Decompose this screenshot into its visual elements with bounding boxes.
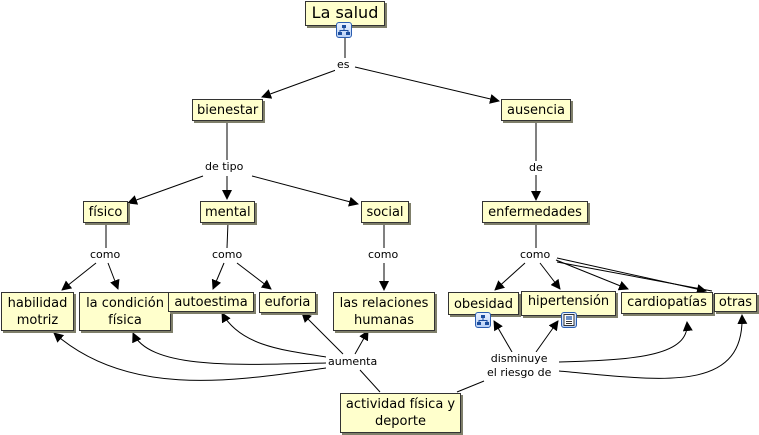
line-disminuye-hipertension xyxy=(535,320,559,353)
line-disminuye-otras xyxy=(558,314,748,379)
linking-phrase-label: de tipo xyxy=(205,160,244,173)
line-es-ausencia xyxy=(354,66,500,104)
concept-map-icon[interactable] xyxy=(336,22,352,38)
concept-mental[interactable]: mental xyxy=(200,201,255,223)
concept-label: euforia xyxy=(264,295,311,310)
linking-phrase-label: de xyxy=(529,161,543,174)
linking-phrase-como-social[interactable]: como xyxy=(366,248,401,262)
linking-phrase-como-fisico[interactable]: como xyxy=(88,248,123,262)
concept-label-line1: las relaciones xyxy=(339,296,429,311)
line-como-habilidad xyxy=(61,262,97,291)
line-aumenta-habilidad xyxy=(53,332,327,381)
linking-phrase-label: como xyxy=(520,248,551,261)
linking-phrase-aumenta[interactable]: aumenta xyxy=(326,355,380,369)
concept-autoestima[interactable]: autoestima xyxy=(168,292,254,312)
linking-phrase-es[interactable]: es xyxy=(335,58,352,72)
linking-phrase-de-tipo[interactable]: de tipo xyxy=(203,160,246,174)
concept-label: autoestima xyxy=(174,295,248,310)
linking-phrase-como-enfermedades[interactable]: como xyxy=(518,248,553,262)
concept-la-condicion-fisica[interactable]: la condición física xyxy=(79,292,171,331)
linking-phrase-label: como xyxy=(90,248,121,261)
concept-label: hipertensión xyxy=(527,294,610,309)
line-es-bienestar xyxy=(261,69,337,99)
concept-label: La salud xyxy=(311,3,379,22)
line-detipo-social xyxy=(251,175,359,207)
line-como-cardiopatias xyxy=(555,259,629,291)
linking-phrase-label: como xyxy=(212,248,243,261)
linking-phrase-de[interactable]: de xyxy=(527,161,545,175)
concept-label: ausencia xyxy=(507,103,565,118)
concept-enfermedades[interactable]: enfermedades xyxy=(482,201,588,223)
line-disminuye-cardiopatias xyxy=(558,321,693,363)
linking-phrase-disminuye-el-riesgo-de[interactable]: disminuye el riesgo de xyxy=(485,352,554,380)
line-como-hipertension xyxy=(539,262,561,290)
concept-label: bienestar xyxy=(197,103,259,118)
line-aumenta-condicion xyxy=(132,332,327,365)
line-como-otras-b xyxy=(556,261,713,292)
line-actividad-aumenta xyxy=(359,369,381,393)
line-aumenta-euforia xyxy=(301,312,344,355)
concept-label: otras xyxy=(718,295,753,310)
linking-phrase-label: aumenta xyxy=(328,355,378,368)
line-actividad-disminuye xyxy=(456,380,485,393)
concept-obesidad[interactable]: obesidad xyxy=(448,292,519,315)
line-como-obesidad xyxy=(494,262,526,291)
concept-fisico[interactable]: físico xyxy=(83,201,128,223)
line-aumenta-autoestima xyxy=(221,312,327,358)
line-mental-como xyxy=(226,221,229,249)
concept-label-line1: habilidad xyxy=(7,296,68,311)
line-disminuye-obesidad xyxy=(493,320,513,353)
concept-actividad-fisica-y-deporte[interactable]: actividad física y deporte xyxy=(340,393,461,433)
concept-euforia[interactable]: euforia xyxy=(259,292,316,313)
concept-habilidad-motriz[interactable]: habilidad motriz xyxy=(1,292,74,331)
concept-hipertension[interactable]: hipertensión xyxy=(521,291,616,316)
concept-label-line2: motriz xyxy=(16,313,59,328)
linking-phrase-como-mental[interactable]: como xyxy=(210,248,245,262)
concept-map-icon[interactable] xyxy=(475,312,491,328)
concept-otras[interactable]: otras xyxy=(714,293,757,312)
line-aumenta-relaciones xyxy=(354,330,369,355)
concept-label-line2: deporte xyxy=(375,414,426,429)
linking-phrase-label-line2: el riesgo de xyxy=(487,366,552,379)
line-como-condicion xyxy=(107,262,120,290)
concept-label-line1: la condición xyxy=(86,296,164,311)
line-detipo-fisico xyxy=(127,175,204,205)
concept-label: enfermedades xyxy=(488,205,582,220)
concept-label-line1: actividad física y xyxy=(345,397,456,412)
concept-label: obesidad xyxy=(453,297,514,312)
linking-phrase-label: como xyxy=(368,248,399,261)
concept-label: físico xyxy=(88,205,123,220)
concept-label-line2: humanas xyxy=(353,313,415,328)
document-image-icon[interactable] xyxy=(561,312,577,328)
concept-ausencia[interactable]: ausencia xyxy=(501,99,571,121)
concept-social[interactable]: social xyxy=(361,201,409,223)
concept-las-relaciones-humanas[interactable]: las relaciones humanas xyxy=(333,292,435,331)
concept-cardiopatias[interactable]: cardiopatías xyxy=(621,292,713,314)
concept-label: social xyxy=(366,205,404,220)
concept-label: mental xyxy=(205,205,251,220)
concept-label: cardiopatías xyxy=(627,295,707,310)
concept-bienestar[interactable]: bienestar xyxy=(192,99,263,121)
concept-label-line2: física xyxy=(108,313,142,328)
linking-phrase-label: es xyxy=(337,58,350,71)
line-como-euforia xyxy=(236,262,272,290)
linking-phrase-label-line1: disminuye xyxy=(490,352,548,365)
line-como-autoestima xyxy=(211,262,225,290)
